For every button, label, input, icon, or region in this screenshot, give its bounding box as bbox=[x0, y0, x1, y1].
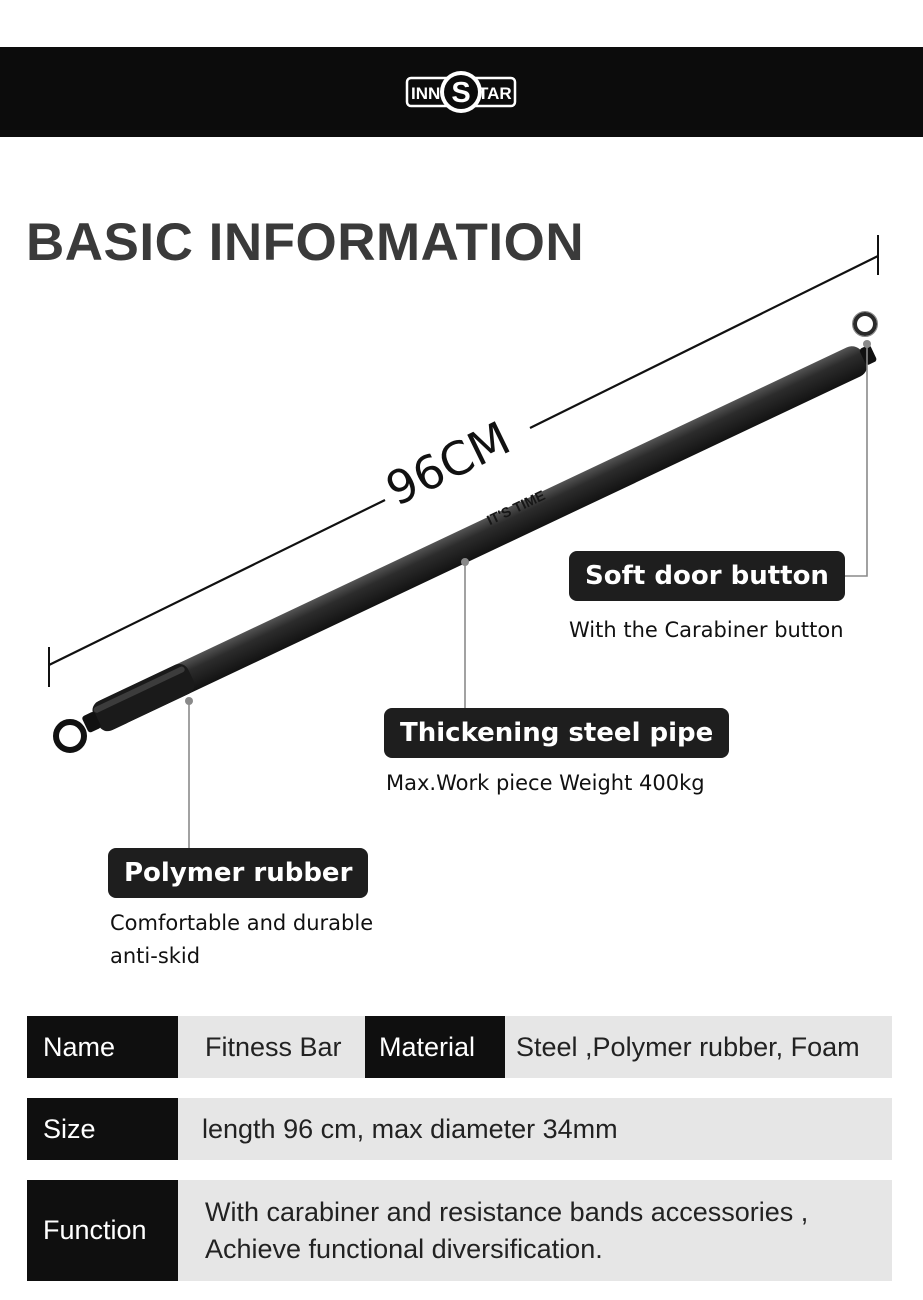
leader-line-polymer-rubber bbox=[185, 697, 193, 848]
left-ring-icon bbox=[53, 719, 87, 753]
spec-value-material: Steel ,Polymer rubber, Foam bbox=[505, 1016, 892, 1078]
spec-row-size: Size length 96 cm, max diameter 34mm bbox=[27, 1098, 892, 1160]
spec-value-function: With carabiner and resistance bands acce… bbox=[178, 1180, 892, 1281]
callout-soft-door-button-desc: With the Carabiner button bbox=[569, 618, 844, 642]
dimension-line bbox=[48, 235, 879, 687]
spec-label-size: Size bbox=[27, 1098, 178, 1160]
spec-value-size: length 96 cm, max diameter 34mm bbox=[178, 1098, 892, 1160]
product-diagram: 96CM IT'S TIME bbox=[48, 235, 879, 848]
spec-label-name: Name bbox=[27, 1016, 178, 1078]
callout-steel-pipe-desc: Max.Work piece Weight 400kg bbox=[386, 771, 705, 795]
callout-soft-door-button: Soft door button bbox=[569, 551, 845, 601]
logo-text-right: TAR bbox=[478, 84, 512, 103]
spec-label-function: Function bbox=[27, 1180, 178, 1281]
brand-header: INN S TAR bbox=[0, 47, 923, 137]
fitness-bar: IT'S TIME bbox=[82, 345, 877, 733]
leader-line-steel-pipe bbox=[461, 558, 469, 708]
logo-text-left: INN bbox=[411, 84, 440, 103]
right-ring-icon bbox=[852, 311, 878, 337]
spec-label-material: Material bbox=[365, 1016, 505, 1078]
spec-row-name-material: Name Fitness Bar Material Steel ,Polymer… bbox=[27, 1016, 892, 1078]
callout-polymer-rubber: Polymer rubber bbox=[108, 848, 369, 898]
length-label: 96CM bbox=[378, 411, 519, 517]
logo-letter: S bbox=[451, 77, 470, 109]
spec-function-line2: Achieve functional diversification. bbox=[205, 1233, 603, 1264]
spec-value-name: Fitness Bar bbox=[178, 1016, 365, 1078]
callout-thickening-steel-pipe: Thickening steel pipe bbox=[384, 708, 730, 758]
innstar-logo-icon: INN S TAR bbox=[405, 71, 517, 113]
spec-row-function: Function With carabiner and resistance b… bbox=[27, 1180, 892, 1281]
section-title: BASIC INFORMATION bbox=[26, 213, 585, 272]
callout-polymer-rubber-desc-line1: Comfortable and durable bbox=[110, 911, 374, 935]
callout-polymer-rubber-desc-line2: anti-skid bbox=[110, 944, 201, 968]
spec-function-line1: With carabiner and resistance bands acce… bbox=[205, 1196, 809, 1227]
